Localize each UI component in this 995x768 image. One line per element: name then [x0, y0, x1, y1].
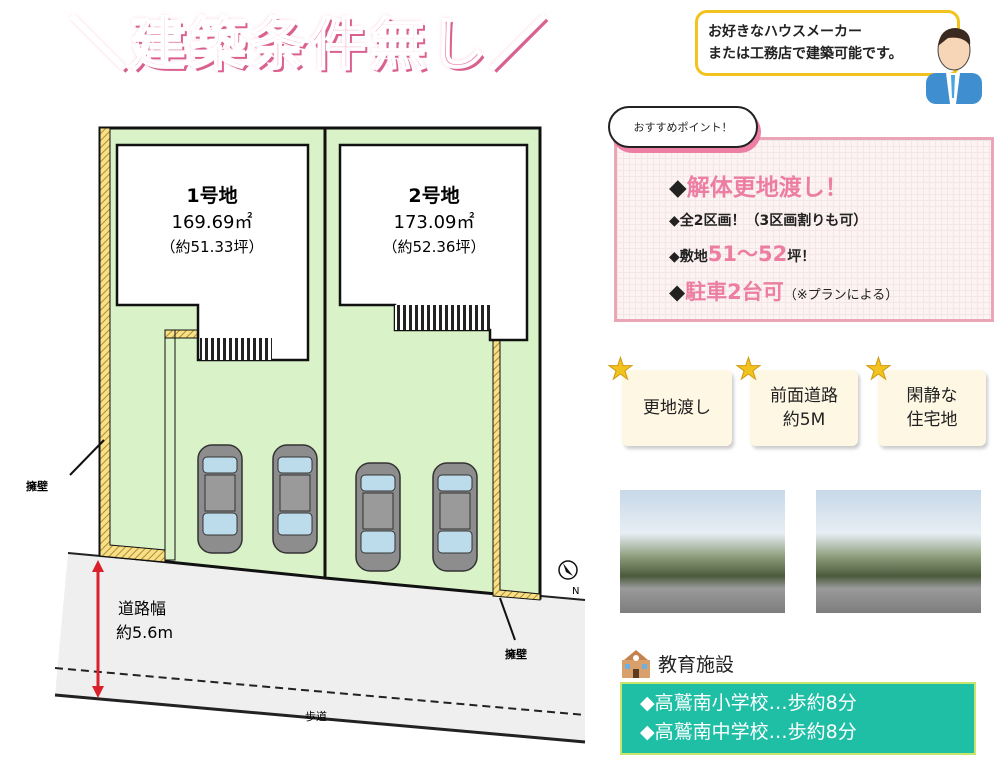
speech-line-1: お好きなハウスメーカー	[708, 24, 862, 40]
point-2: ◆全2区画！（3区画割りも可）	[669, 213, 868, 229]
star-icon: ★	[607, 352, 635, 388]
speech-line-2: または工務店で建築可能です。	[708, 46, 903, 62]
car-icon	[197, 444, 243, 554]
lot-2-area: 173.09㎡	[394, 211, 475, 233]
recommend-bubble: おすすめポイント！	[608, 106, 758, 148]
lot-1-name: 1号地	[186, 184, 237, 207]
car-icon	[355, 462, 401, 572]
school-item: ◆高鷲南中学校…歩約8分	[640, 721, 857, 743]
point-1: ◆解体更地渡し！	[669, 175, 848, 201]
road-width-label: 道路幅	[118, 599, 166, 618]
star-icon: ★	[865, 352, 893, 388]
road-width-value: 約5.6m	[116, 623, 173, 642]
lot-1-area: 169.69㎡	[172, 211, 253, 233]
school-icon	[622, 650, 650, 678]
speech-box: お好きなハウスメーカー または工務店で建築可能です。	[695, 10, 960, 76]
recommend-points: ◆解体更地渡し！ ◆全2区画！（3区画割りも可） ◆敷地51～52坪！ ◆駐車2…	[614, 137, 994, 322]
site-photo-1	[620, 490, 785, 613]
school-item: ◆高鷲南小学校…歩約8分	[640, 692, 857, 714]
badge-quiet-area: 閑静な住宅地	[878, 370, 986, 446]
businessman-icon	[926, 28, 982, 104]
star-icon: ★	[735, 352, 763, 388]
car-icon	[272, 444, 318, 554]
lot-2-tsubo: （約52.36坪）	[383, 238, 486, 256]
site-plan: 1号地 169.69㎡ （約51.33坪） 2号地 173.09㎡ （約52.3…	[26, 126, 586, 744]
badge-vacant-land: 更地渡し	[622, 370, 732, 446]
building-lot-1	[115, 143, 310, 362]
badge-front-road: 前面道路約5M	[750, 370, 858, 446]
road	[55, 553, 585, 742]
sidewalk-label: 歩道	[305, 709, 327, 723]
wall-label: 擁壁	[26, 479, 48, 493]
point-3: ◆敷地51～52坪！	[669, 242, 816, 266]
lot-1-tsubo: （約51.33坪）	[161, 238, 264, 256]
car-icon	[432, 462, 478, 572]
north-label: N	[572, 586, 579, 597]
site-photo-2	[816, 490, 981, 613]
lot-2-name: 2号地	[408, 184, 459, 207]
education-heading: 教育施設	[620, 648, 734, 678]
education-title: 教育施設	[658, 653, 735, 676]
page-title: ＼建築条件無し／	[69, 12, 550, 79]
education-list: ◆高鷲南小学校…歩約8分 ◆高鷲南中学校…歩約8分	[620, 682, 976, 755]
wall-label: 擁壁	[505, 647, 527, 661]
point-4: ◆駐車2台可（※プランによる）	[669, 280, 899, 304]
